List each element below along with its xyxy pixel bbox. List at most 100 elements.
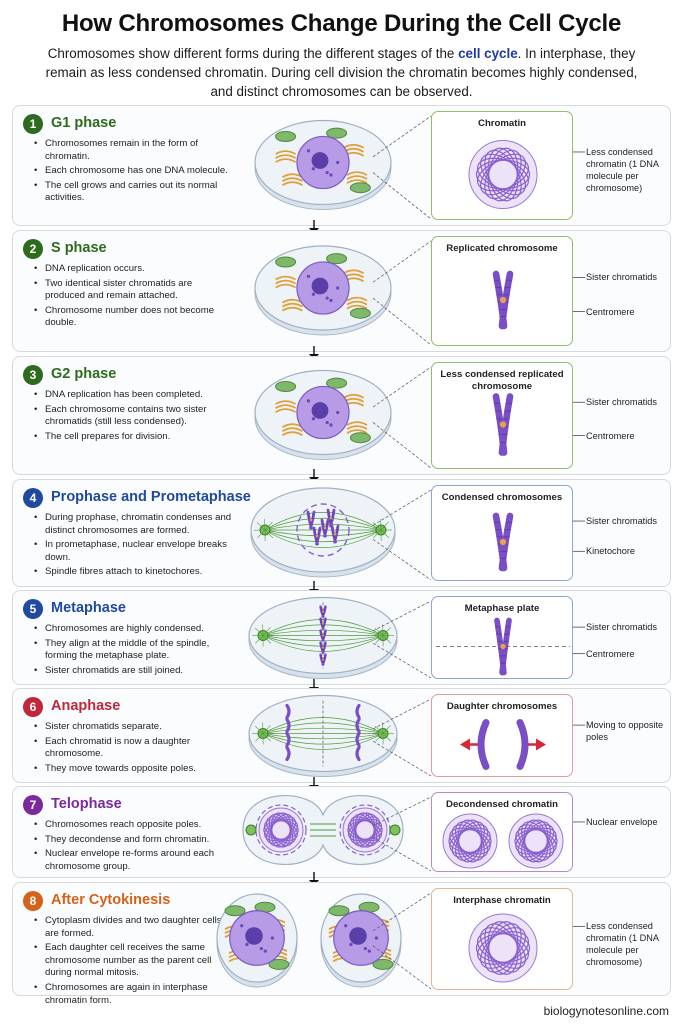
interphase-cell-chromatin-dot: [325, 420, 329, 425]
connector-line: [372, 642, 432, 679]
zoom-connector: [372, 698, 432, 777]
interphase-cell-golgi: [346, 296, 368, 302]
zoom-chromatin-strand: [484, 923, 522, 973]
zoom-chromatin-strand: [475, 159, 531, 190]
interphase-cell-golgi: [275, 400, 297, 405]
zoom-decondensed-chromatin-strand: [457, 819, 483, 863]
phase-bullet-list: Cytoplasm divides and two daughter cells…: [33, 915, 233, 1009]
phase-bullet-list: DNA replication occurs.Two identical sis…: [33, 263, 233, 332]
interphase-cell-mitochondrion: [349, 432, 371, 444]
arrow-right-icon: [536, 738, 546, 751]
zoom-panel: Less condensed replicated chromosome: [431, 362, 573, 469]
anaphase-cell-aster: [262, 725, 271, 734]
interphase-cell-golgi: [281, 431, 303, 436]
cell-illustration: [254, 369, 392, 460]
zoom-chromatin-strand: [477, 931, 529, 965]
interphase-cell-golgi: [275, 279, 297, 285]
prophase-cell-aster: [380, 521, 389, 531]
zoom-panel-title: Decondensed chromatin: [446, 799, 558, 810]
zoom-panel-title: Condensed chromosomes: [441, 492, 563, 503]
interphase-cell-mitochondrion: [275, 256, 297, 268]
label-leaders: [573, 724, 585, 726]
zoom-decondensed-chromatin-strand: [455, 821, 485, 861]
bullet-item: Spindle fibres attach to kinetochores.: [33, 566, 233, 579]
zoom-connector: [372, 489, 432, 581]
connector-line: [372, 600, 432, 632]
zoom-illustration: [468, 913, 538, 983]
interphase-cell-golgi: [281, 427, 303, 432]
daughter-cell-left-chromatin-dot: [245, 942, 249, 947]
centrosome: [389, 824, 401, 836]
daughter-cell-left-mitochondrion: [224, 905, 246, 917]
phase-number-badge: 8: [23, 891, 43, 911]
daughter-chromosome: [285, 717, 291, 734]
interphase-cell-chromatin-dot: [306, 274, 311, 278]
interphase-cell-mitochondrion: [275, 380, 297, 392]
zoom-decondensed-chromatin-strand: [517, 824, 555, 858]
zoom-chromatin-strand: [484, 149, 522, 200]
phase-number-badge: 3: [23, 365, 43, 385]
interphase-cell-chromatin-dot: [336, 410, 340, 415]
bullet-item: The cell prepares for division.: [33, 431, 233, 444]
zoom-illustration: [492, 270, 514, 330]
zoom-panel: Replicated chromosome: [431, 236, 573, 346]
zoom-panel: Metaphase plate: [431, 596, 573, 679]
prophase-chromosome-chromatid: [329, 508, 336, 528]
footer-source: biologynotesonline.com: [543, 1004, 669, 1018]
phase-bullet-list: Chromosomes reach opposite poles.They de…: [33, 819, 233, 875]
interphase-cell-golgi: [343, 269, 365, 275]
anaphase-cell-aster: [382, 725, 391, 734]
interphase-cell-chromatin-dot: [329, 173, 333, 177]
bullet-item: Each chromosome has one DNA molecule.: [33, 165, 233, 178]
cell-illustration: [242, 795, 404, 865]
bullet-item: Sister chromatids are still joined.: [33, 665, 233, 678]
zoom-panel-title: Daughter chromosomes: [446, 701, 558, 712]
zoom-panel-title: Less condensed replicated chromosome: [440, 369, 564, 392]
daughter-chromosome: [355, 717, 361, 734]
bullet-item: Each chromatid is now a daughter chromos…: [33, 736, 233, 761]
page-title: How Chromosomes Change During the Cell C…: [61, 10, 622, 37]
zoom-side-label: Kinetochore: [586, 546, 636, 557]
prophase-chromosome-chromatid: [333, 524, 340, 544]
prophase-cell-spindle-fibre: [264, 529, 382, 537]
interphase-cell-chromatin-dot: [311, 417, 315, 421]
connector-line: [372, 796, 432, 826]
metaphase-chromosome-centromere: [321, 610, 325, 613]
bullet-item: Two identical sister chromatids are prod…: [33, 278, 233, 303]
connector-line: [372, 837, 432, 872]
phase-bullet-list: During prophase, chromatin condenses and…: [33, 512, 233, 581]
interphase-cell-golgi: [275, 158, 297, 163]
daughter-chromosome: [285, 703, 291, 720]
prophase-cell-spindle-fibre: [264, 512, 382, 531]
metaphase-cell-spindle-fibre: [262, 635, 384, 647]
interphase-cell-golgi: [281, 302, 303, 308]
phase-row-3: 3G2 phaseDNA replication has been comple…: [12, 356, 671, 475]
phase-number-badge: 6: [23, 697, 43, 717]
daughter-chromosome: [285, 745, 291, 762]
phase-number-badge: 4: [23, 488, 43, 508]
interphase-cell-golgi: [275, 154, 297, 159]
prophase-cell-aster: [372, 522, 382, 531]
prophase-chromosome-chromatid: [309, 510, 316, 530]
zoom-chromatin-strand: [484, 149, 522, 200]
connector-line: [372, 539, 432, 581]
interphase-cell-mitochondrion: [349, 182, 371, 194]
intro-paragraph: Chromosomes show different forms during …: [40, 44, 643, 101]
daughter-cell-left-nucleolus: [245, 927, 263, 945]
phase-row-2: 2S phaseDNA replication occurs.Two ident…: [12, 230, 671, 352]
zoom-side-label: Centromere: [586, 648, 635, 659]
bullet-item: Chromosomes remain in the form of chroma…: [33, 138, 233, 163]
intro-text-before: Chromosomes show different forms during …: [47, 46, 459, 61]
zoom-illustration: [492, 512, 514, 572]
daughter-cell-left-chromatin-dot: [259, 946, 263, 951]
bullet-item: Chromosomes are highly condensed.: [33, 623, 233, 636]
interphase-cell-golgi: [346, 429, 368, 434]
daughter-cell-left-chromatin-dot: [263, 949, 267, 953]
prophase-chromosome-centromere: [333, 532, 337, 536]
bullet-item: Chromosomes reach opposite poles.: [33, 819, 233, 832]
interphase-cell-golgi: [281, 177, 303, 182]
metaphase-chromosome-centromere: [321, 634, 325, 637]
telophase-chromatin-strand: [270, 812, 292, 848]
metaphase-cell-aster: [374, 627, 384, 636]
daughter-cell-left-mitochondrion: [268, 958, 290, 970]
